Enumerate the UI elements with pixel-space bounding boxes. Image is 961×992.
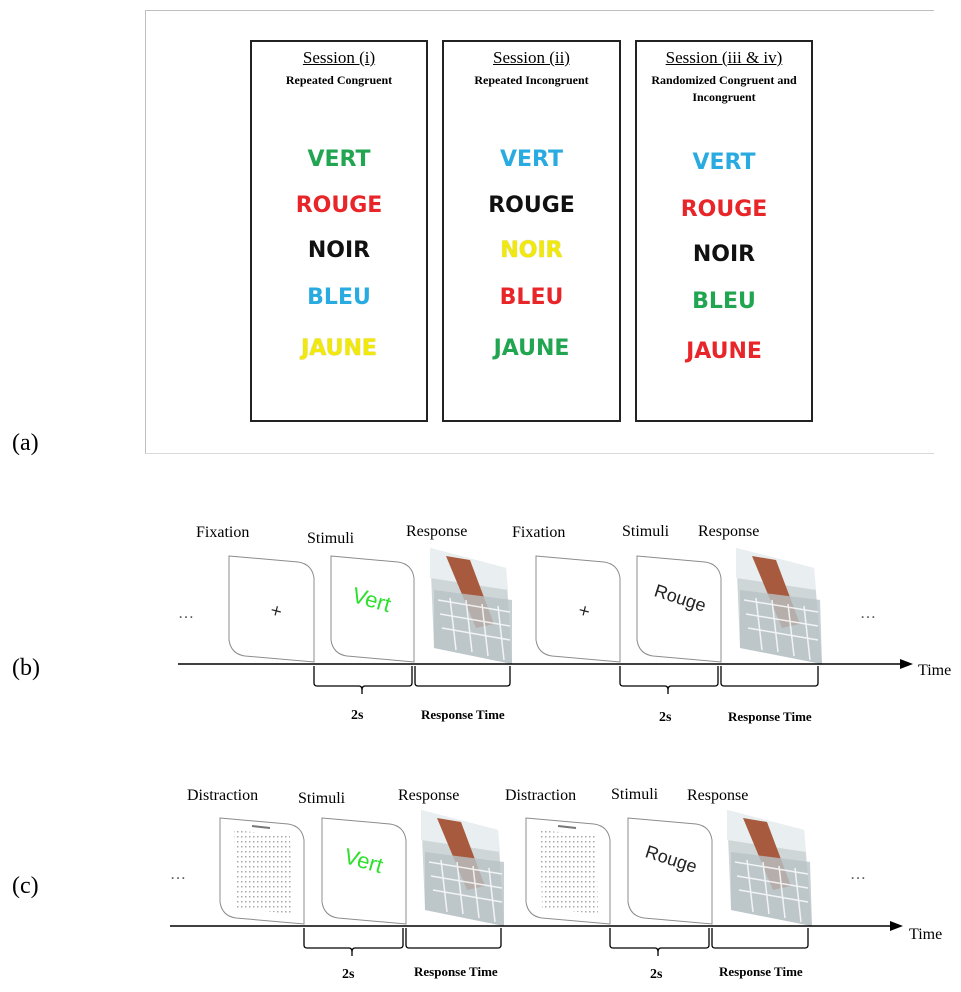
b-label-stimuli-2: Stimuli	[622, 523, 670, 540]
session-2-word-4: BLEU	[499, 285, 564, 310]
session-card-3: Session (iii & iv) Randomized Congruent …	[635, 40, 813, 422]
session-1-word-4: BLEU	[307, 285, 371, 310]
session-1-subtitle: Repeated Congruent	[285, 73, 393, 87]
b-stimulus-card-2: Rouge	[636, 555, 722, 663]
b-ellipsis-right: …	[860, 605, 876, 622]
b-bracket-3	[619, 666, 719, 694]
panel-b-diagram: + Vert + Rouge	[178, 548, 913, 694]
b-bracket-2	[414, 666, 511, 687]
session-1-word-3: NOIR	[307, 238, 371, 263]
b-label-response-2: Response	[698, 523, 760, 540]
b-fixation-card-2: +	[535, 555, 621, 663]
c-label-distraction-1: Distraction	[187, 787, 259, 804]
b-label-fixation-1: Fixation	[196, 524, 250, 541]
c-response-time-1: Response Time	[414, 964, 498, 979]
b-response-image-2	[736, 548, 822, 664]
c-duration-2: 2s	[650, 967, 663, 982]
b-duration-1: 2s	[351, 708, 364, 723]
b-response-time-1: Response Time	[421, 707, 505, 722]
c-label-response-1: Response	[398, 787, 460, 804]
c-stimulus-card-2: Rouge	[627, 817, 713, 925]
session-3-title: Session (iii & iv)	[665, 48, 783, 67]
c-duration-1: 2s	[342, 967, 355, 982]
b-fixation-cross-2: +	[576, 600, 593, 621]
c-bracket-2	[405, 928, 502, 949]
session-card-1: Session (i) Repeated Congruent VERT ROUG…	[250, 40, 428, 422]
session-2-word-5: JAUNE	[493, 336, 570, 361]
session-3-word-4: BLEU	[692, 289, 756, 314]
session-2-word-1: VERT	[499, 147, 563, 172]
session-2-word-3: NOIR	[500, 238, 563, 263]
c-ellipsis-right: …	[850, 866, 866, 883]
session-1-word-5: JAUNE	[301, 336, 377, 361]
session-3-word-5: JAUNE	[686, 339, 762, 364]
b-label-fixation-2: Fixation	[512, 524, 566, 541]
c-stimulus-card-1: Vert	[321, 817, 407, 925]
c-label-response-2: Response	[687, 787, 749, 804]
session-3-word-2: ROUGE	[680, 197, 768, 222]
session-card-2: Session (ii) Repeated Incongruent VERT R…	[442, 40, 621, 422]
c-ellipsis-left: …	[170, 866, 186, 883]
c-time-arrowhead	[890, 921, 903, 931]
c-bracket-3	[609, 928, 710, 956]
c-response-time-2: Response Time	[719, 964, 803, 979]
b-time-arrowhead	[900, 659, 913, 669]
c-response-image-1	[421, 810, 504, 926]
session-1-title: Session (i)	[302, 48, 376, 67]
b-axis-label: Time	[918, 662, 952, 679]
c-distraction-card-2	[525, 817, 611, 925]
c-label-stimuli-1: Stimuli	[298, 790, 346, 807]
b-response-time-2: Response Time	[728, 709, 812, 724]
panel-b-letter: (b)	[12, 655, 40, 681]
c-label-distraction-2: Distraction	[505, 787, 577, 804]
b-ellipsis-left: …	[178, 605, 194, 622]
session-2-subtitle: Repeated Incongruent	[474, 73, 589, 87]
session-3-word-1: VERT	[692, 150, 756, 175]
c-bracket-1	[303, 928, 404, 956]
session-1-word-1: VERT	[307, 147, 371, 172]
session-3-subtitle: Randomized Congruent and Incongruent	[651, 73, 797, 104]
c-distraction-card-1	[219, 817, 305, 925]
b-label-stimuli-1: Stimuli	[307, 530, 355, 547]
session-1-word-2: ROUGE	[295, 193, 383, 218]
c-label-stimuli-2: Stimuli	[611, 786, 659, 803]
b-duration-2: 2s	[659, 710, 672, 725]
b-label-response-1: Response	[406, 523, 468, 540]
panel-a-frame	[145, 10, 934, 454]
panel-c-letter: (c)	[12, 873, 39, 899]
c-bracket-4	[711, 928, 809, 949]
session-2-word-2: ROUGE	[488, 193, 575, 218]
b-bracket-1	[313, 666, 413, 694]
c-response-image-2	[727, 810, 812, 926]
panel-a-letter: (a)	[12, 430, 39, 456]
b-response-image-1	[430, 548, 512, 664]
b-stimulus-card-1: Vert	[330, 555, 415, 663]
c-axis-label: Time	[909, 926, 943, 943]
b-fixation-cross-1: +	[268, 600, 285, 621]
b-bracket-4	[720, 666, 819, 687]
session-3-word-3: NOIR	[692, 242, 756, 267]
b-fixation-card-1: +	[228, 555, 315, 663]
session-2-title: Session (ii)	[493, 48, 570, 67]
panel-c-diagram: Vert Rouge	[170, 810, 903, 956]
